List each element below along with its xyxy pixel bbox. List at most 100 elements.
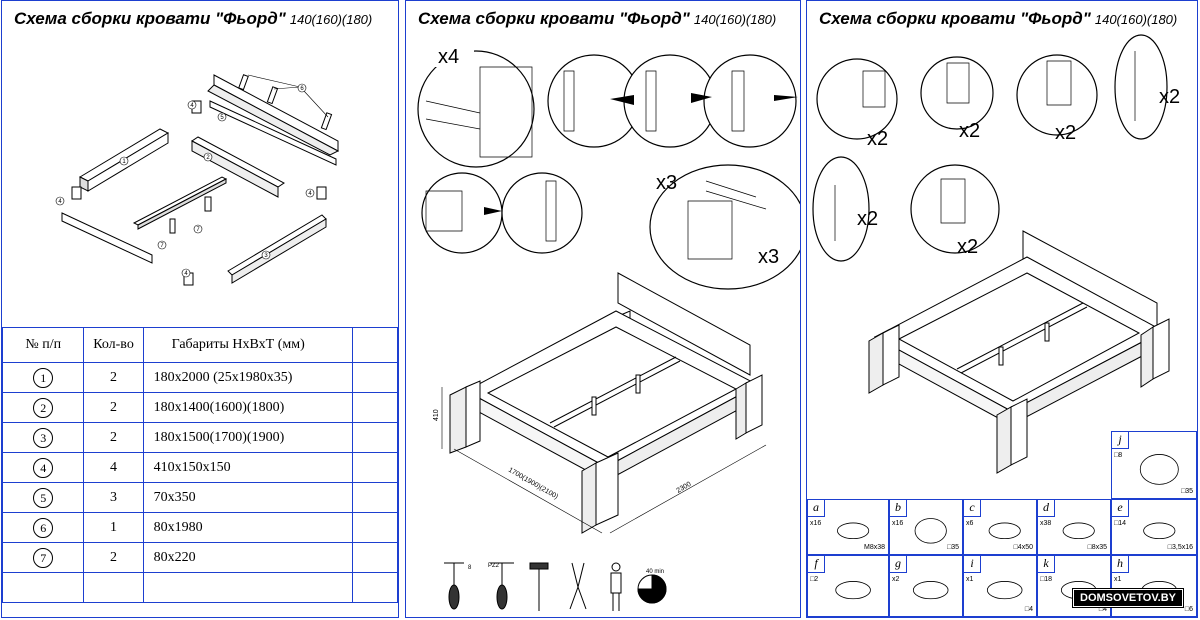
panel-title: Схема сборки кровати "Фьорд"140(160)(180… [418,9,777,28]
row-empty [351,542,398,573]
part-callout-circle [204,153,212,161]
screwdriver-pz: PZ2 [488,563,500,569]
hardware-qty: x16 [810,520,822,527]
hardware-item-f: f□2 [807,555,889,617]
part-number-circle: 6 [33,517,54,538]
row-number: 3 [2,422,85,453]
row-dims: 80x1980 [142,512,353,543]
row-number: 1 [2,362,85,393]
hardware-icon [914,518,947,544]
part-callout-label: 4 [58,199,62,205]
hardware-spec: □35 [1180,488,1193,495]
part-callout-label: 5 [220,115,224,121]
part-callout-circle [120,157,128,165]
assembly-steps-panel: Схема сборки кровати "Фьорд"140(160)(180… [405,0,801,618]
part-number-circle: 2 [33,397,54,418]
panel-title: Схема сборки кровати "Фьорд"140(160)(180… [819,9,1178,28]
pliers-icon [570,563,586,609]
part-callout-label: 2 [206,155,210,161]
hardware-icon [1139,454,1179,485]
parts-list-panel: Схема сборки кровати "Фьорд"140(160)(180… [1,0,399,618]
header-dims: Габариты НхВхТ (мм) [142,327,353,363]
row-qty: 2 [83,422,144,453]
flat-screwdriver-icon [444,563,464,609]
part-callout-circle [306,189,314,197]
row-empty [351,512,398,543]
detail-multiplier: x2 [959,120,980,142]
part-number-circle: 5 [33,487,54,508]
hardware-qty: □18 [1040,576,1053,583]
hardware-icon [1143,522,1176,540]
table-row-empty [2,572,398,603]
part-callout-label: 4 [184,271,188,277]
part-callout-label: 1 [122,159,126,165]
part-callout-label: 3 [264,253,268,259]
fittings-panel: Схема сборки кровати "Фьорд"140(160)(180… [806,0,1198,618]
dimension-height: 410 [433,409,440,421]
hardware-qty: x6 [966,520,974,527]
row-dims: 410x150x150 [142,452,353,483]
tools-row [444,563,666,611]
row-empty [351,422,398,453]
row-number: 5 [2,482,85,513]
hardware-letter: i [964,556,981,573]
part-callout-circle [182,269,190,277]
hardware-spec: □35 [946,544,959,551]
detail-multiplier: x2 [1055,122,1076,144]
part-callout-circle [194,225,202,233]
row-empty [351,392,398,423]
hardware-qty: □14 [1114,520,1127,527]
row-empty [351,452,398,483]
hardware-icon [1062,522,1095,540]
hardware-spec: M8x38 [863,544,885,551]
part-callout-circle [158,241,166,249]
detail-multiplier: x2 [1159,86,1180,108]
row-dims: 70x350 [142,482,353,513]
step-multiplier-x4: x4 [438,46,459,68]
step-multiplier-x3: x3 [656,172,677,194]
hammer-icon [530,563,548,611]
hardware-icon [988,522,1021,540]
assembly-steps-drawing: x4 x3 x3 [406,41,800,617]
clock-icon [638,575,666,603]
part-callout-circle [218,113,226,121]
hardware-qty: x2 [892,576,900,583]
hardware-icon [837,522,870,540]
row-dims: 180x1500(1700)(1900) [142,422,353,453]
row-empty [351,362,398,393]
row-number: 7 [2,542,85,573]
hardware-qty: x1 [966,576,974,583]
row-dims: 180x2000 (25x1980x35) [142,362,353,393]
hardware-spec: □4 [1098,606,1107,613]
row-qty: 1 [83,512,144,543]
hardware-letter: k [1038,556,1055,573]
hardware-qty: x16 [892,520,904,527]
table-header-row: № п/п Кол-во Габариты НхВхТ (мм) [2,327,398,363]
part-number-circle: 1 [33,367,54,388]
person-icon [611,563,621,611]
detail-multiplier: x2 [867,128,888,150]
hardware-qty: □2 [810,576,819,583]
row-number: 6 [2,512,85,543]
row-qty: 3 [83,482,144,513]
part-number-circle: 7 [33,547,54,568]
part-callout-circle [188,101,196,109]
detail-circle-x4 [418,51,534,167]
row-number: 2 [2,392,85,423]
hardware-icon [835,581,871,600]
row-qty: 2 [83,542,144,573]
part-callout-label: 7 [160,243,164,249]
detail-multiplier: x2 [957,236,978,258]
part-number-circle: 3 [33,427,54,448]
row-dims: 80x220 [142,542,353,573]
